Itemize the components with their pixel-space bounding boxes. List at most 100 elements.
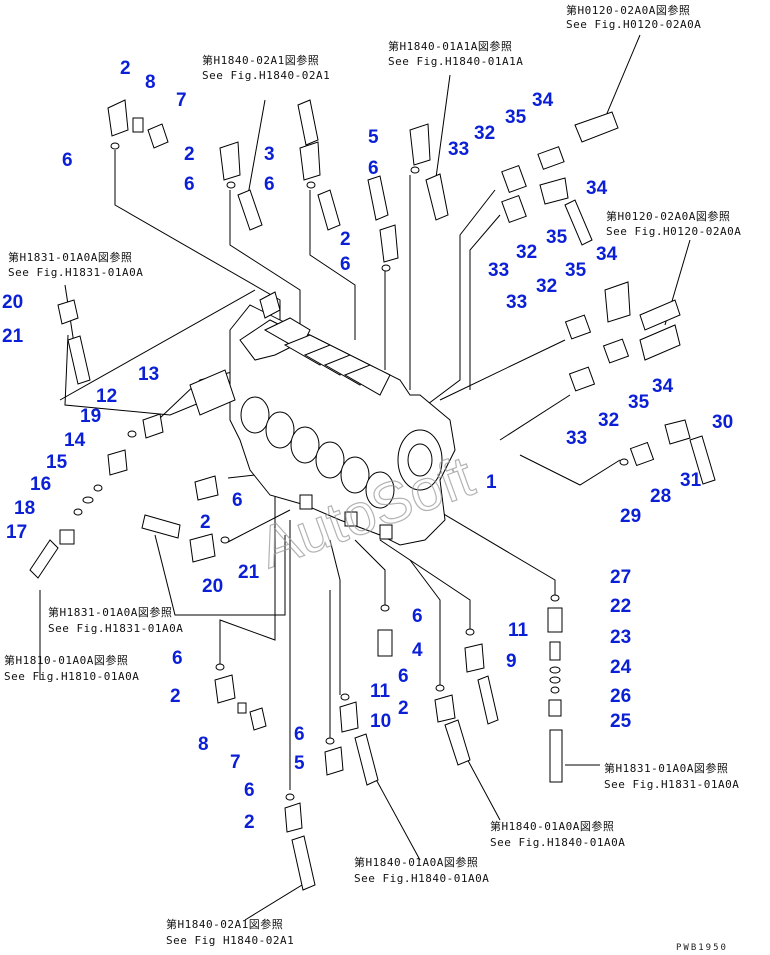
callout: 24 xyxy=(610,657,632,678)
ref-h1831-mid: 第H1831-01A0A図参照 See Fig.H1831-01A0A xyxy=(48,605,183,635)
callout: 33 xyxy=(488,260,509,281)
callout: 6 xyxy=(368,158,379,179)
control-valve-body xyxy=(189,291,456,546)
callout: 34 xyxy=(596,244,618,265)
callout-numbers: 2 8 7 6 2 6 3 6 5 6 33 32 35 34 34 35 32… xyxy=(2,58,733,833)
callout: 19 xyxy=(80,406,101,427)
callout: 6 xyxy=(172,648,183,669)
ref-en: See Fig.H1831-01A0A xyxy=(604,778,739,791)
ref-h1831-left: 第H1831-01A0A図参照 See Fig.H1831-01A0A xyxy=(8,250,143,279)
ref-h0120-right: 第H0120-02A0A図参照 See Fig.H0120-02A0A xyxy=(606,209,741,238)
ref-en: See Fig.H1840-02A1 xyxy=(202,69,330,82)
callout: 34 xyxy=(652,376,674,397)
callout: 22 xyxy=(610,596,631,617)
callout: 33 xyxy=(448,139,469,160)
ref-jp: 第H0120-02A0A図参照 xyxy=(606,209,730,223)
callout: 33 xyxy=(506,292,527,313)
ref-h1840-01a0a-right: 第H1840-01A0A図参照 See Fig.H1840-01A0A xyxy=(490,819,625,849)
callout: 32 xyxy=(598,410,619,431)
callout: 18 xyxy=(14,498,35,519)
callout: 2 xyxy=(200,512,211,533)
callout: 34 xyxy=(532,90,554,111)
callout: 8 xyxy=(198,734,209,755)
callout: 32 xyxy=(516,242,537,263)
callout: 10 xyxy=(370,711,391,732)
ref-jp: 第H1840-02A1図参照 xyxy=(202,53,319,67)
ref-jp: 第H1840-01A0A図参照 xyxy=(354,855,478,869)
callout: 25 xyxy=(610,711,632,732)
ref-jp: 第H1840-02A1図参照 xyxy=(166,917,283,931)
callout: 30 xyxy=(712,412,733,433)
callout: 23 xyxy=(610,627,631,648)
callout: 27 xyxy=(610,567,631,588)
ref-jp: 第H1831-01A0A図参照 xyxy=(604,761,728,775)
callout: 35 xyxy=(505,107,527,128)
ref-h1831-right: 第H1831-01A0A図参照 See Fig.H1831-01A0A xyxy=(604,761,739,791)
callout: 20 xyxy=(2,292,23,313)
ref-en: See Fig.H1840-01A1A xyxy=(388,55,523,68)
callout: 6 xyxy=(294,724,305,745)
ref-jp: 第H1840-01A1A図参照 xyxy=(388,39,512,53)
ref-en: See Fig.H1840-01A0A xyxy=(490,836,625,849)
callout: 17 xyxy=(6,522,27,543)
callout: 11 xyxy=(370,681,391,702)
callout: 1 xyxy=(486,472,497,493)
callout: 35 xyxy=(565,260,587,281)
callout: 28 xyxy=(650,486,671,507)
callout: 15 xyxy=(46,452,68,473)
callout: 32 xyxy=(474,123,495,144)
ref-jp: 第H1831-01A0A図参照 xyxy=(48,605,172,619)
fittings xyxy=(29,99,716,891)
callout: 32 xyxy=(536,276,557,297)
callout: 4 xyxy=(412,640,423,661)
callout: 6 xyxy=(398,666,409,687)
callout: 33 xyxy=(566,428,587,449)
ref-en: See Fig.H1840-01A0A xyxy=(354,872,489,885)
callout: 20 xyxy=(202,576,223,597)
callout: 35 xyxy=(628,392,650,413)
callout: 5 xyxy=(294,753,305,774)
callout: 12 xyxy=(96,386,117,407)
ref-h1810: 第H1810-01A0A図参照 See Fig.H1810-01A0A xyxy=(4,653,139,683)
callout: 13 xyxy=(138,364,159,385)
callout: 35 xyxy=(546,227,568,248)
ref-h0120-top: 第H0120-02A0A図参照 See Fig.H0120-02A0A xyxy=(566,3,701,31)
ref-en: See Fig.H1831-01A0A xyxy=(8,266,143,279)
callout: 6 xyxy=(340,254,351,275)
ref-en: See Fig.H1810-01A0A xyxy=(4,670,139,683)
callout: 21 xyxy=(2,326,24,347)
callout: 6 xyxy=(184,174,195,195)
callout: 16 xyxy=(30,474,51,495)
callout: 21 xyxy=(238,562,260,583)
reference-labels: 第H0120-02A0A図参照 See Fig.H0120-02A0A 第H18… xyxy=(4,3,741,947)
callout: 2 xyxy=(398,698,409,719)
ref-h1840-01a0a-mid: 第H1840-01A0A図参照 See Fig.H1840-01A0A xyxy=(354,855,489,885)
callout: 9 xyxy=(506,651,517,672)
callout: 2 xyxy=(184,144,195,165)
ref-en: See Fig.H0120-02A0A xyxy=(566,18,701,31)
callout: 8 xyxy=(145,72,156,93)
callout: 7 xyxy=(176,90,187,111)
ref-en: See Fig H1840-02A1 xyxy=(166,934,294,947)
callout: 6 xyxy=(62,150,73,171)
drawing-code: PWB1950 xyxy=(676,943,728,953)
ref-jp: 第H0120-02A0A図参照 xyxy=(566,3,690,17)
callout: 6 xyxy=(264,174,275,195)
callout: 2 xyxy=(170,686,181,707)
callout: 34 xyxy=(586,178,608,199)
ref-h1840-02a1-bottom: 第H1840-02A1図参照 See Fig H1840-02A1 xyxy=(166,917,294,947)
callout: 5 xyxy=(368,127,379,148)
ref-jp: 第H1831-01A0A図参照 xyxy=(8,250,132,264)
ref-h1840-01a1a: 第H1840-01A1A図参照 See Fig.H1840-01A1A xyxy=(388,39,523,68)
ref-jp: 第H1840-01A0A図参照 xyxy=(490,819,614,833)
callout: 2 xyxy=(340,229,351,250)
callout: 6 xyxy=(412,606,423,627)
ref-h1840-02a1-top: 第H1840-02A1図参照 See Fig.H1840-02A1 xyxy=(202,53,330,82)
callout: 29 xyxy=(620,506,641,527)
callout: 6 xyxy=(244,780,255,801)
ref-jp: 第H1810-01A0A図参照 xyxy=(4,653,128,667)
callout: 6 xyxy=(232,490,243,511)
callout: 2 xyxy=(244,812,255,833)
ref-en: See Fig.H0120-02A0A xyxy=(606,225,741,238)
